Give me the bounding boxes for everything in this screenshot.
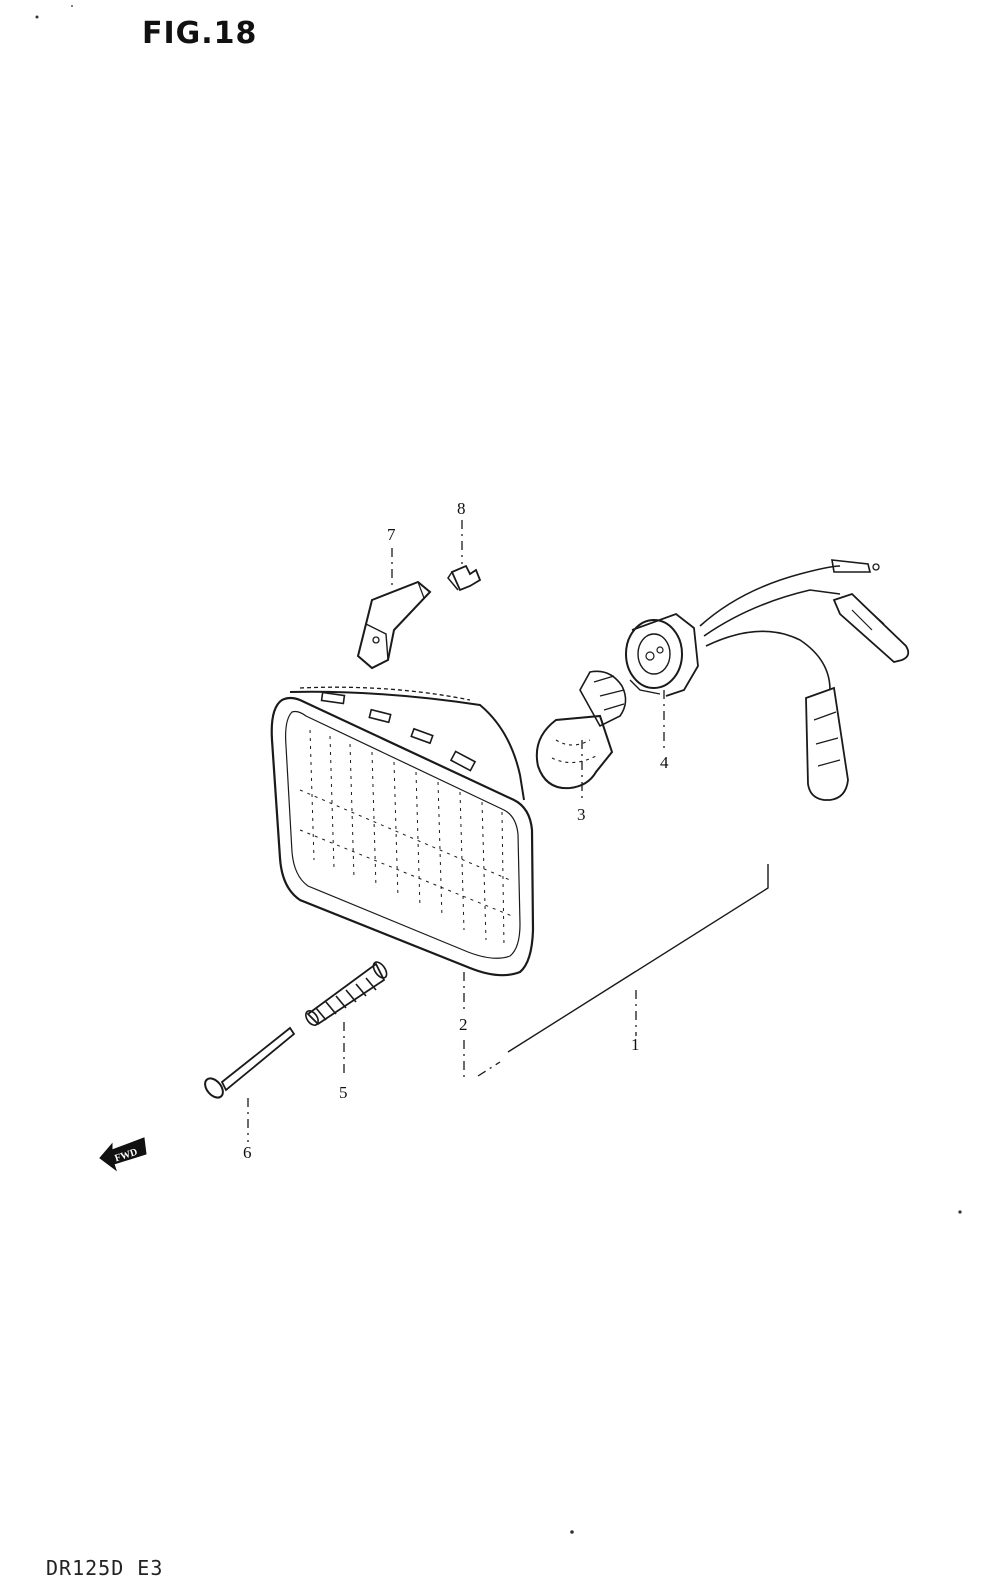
long-screw xyxy=(204,1026,296,1099)
callout-1: 1 xyxy=(631,1035,640,1054)
callout-2: 2 xyxy=(459,1015,468,1034)
bracket xyxy=(356,580,432,670)
callout-6: 6 xyxy=(243,1143,252,1162)
leader-lines xyxy=(247,520,769,1142)
callout-4: 4 xyxy=(660,753,669,772)
spring xyxy=(305,961,388,1026)
screw-top xyxy=(447,564,482,592)
figure-title: FIG.18 xyxy=(142,16,258,51)
socket-and-wiring xyxy=(625,559,910,801)
callout-labels: 1 2 3 4 5 6 7 8 xyxy=(243,499,669,1162)
headlamp-lens-unit xyxy=(270,686,535,977)
model-code: DR125D E3 xyxy=(46,1556,164,1580)
arrow-left-icon xyxy=(99,1137,147,1172)
callout-8: 8 xyxy=(457,499,466,518)
callout-5: 5 xyxy=(339,1083,348,1102)
callout-3: 3 xyxy=(577,805,586,824)
print-specks xyxy=(35,5,962,1534)
bulb xyxy=(535,670,627,790)
fwd-direction-marker: FWD xyxy=(99,1137,147,1172)
callout-7: 7 xyxy=(387,525,396,544)
